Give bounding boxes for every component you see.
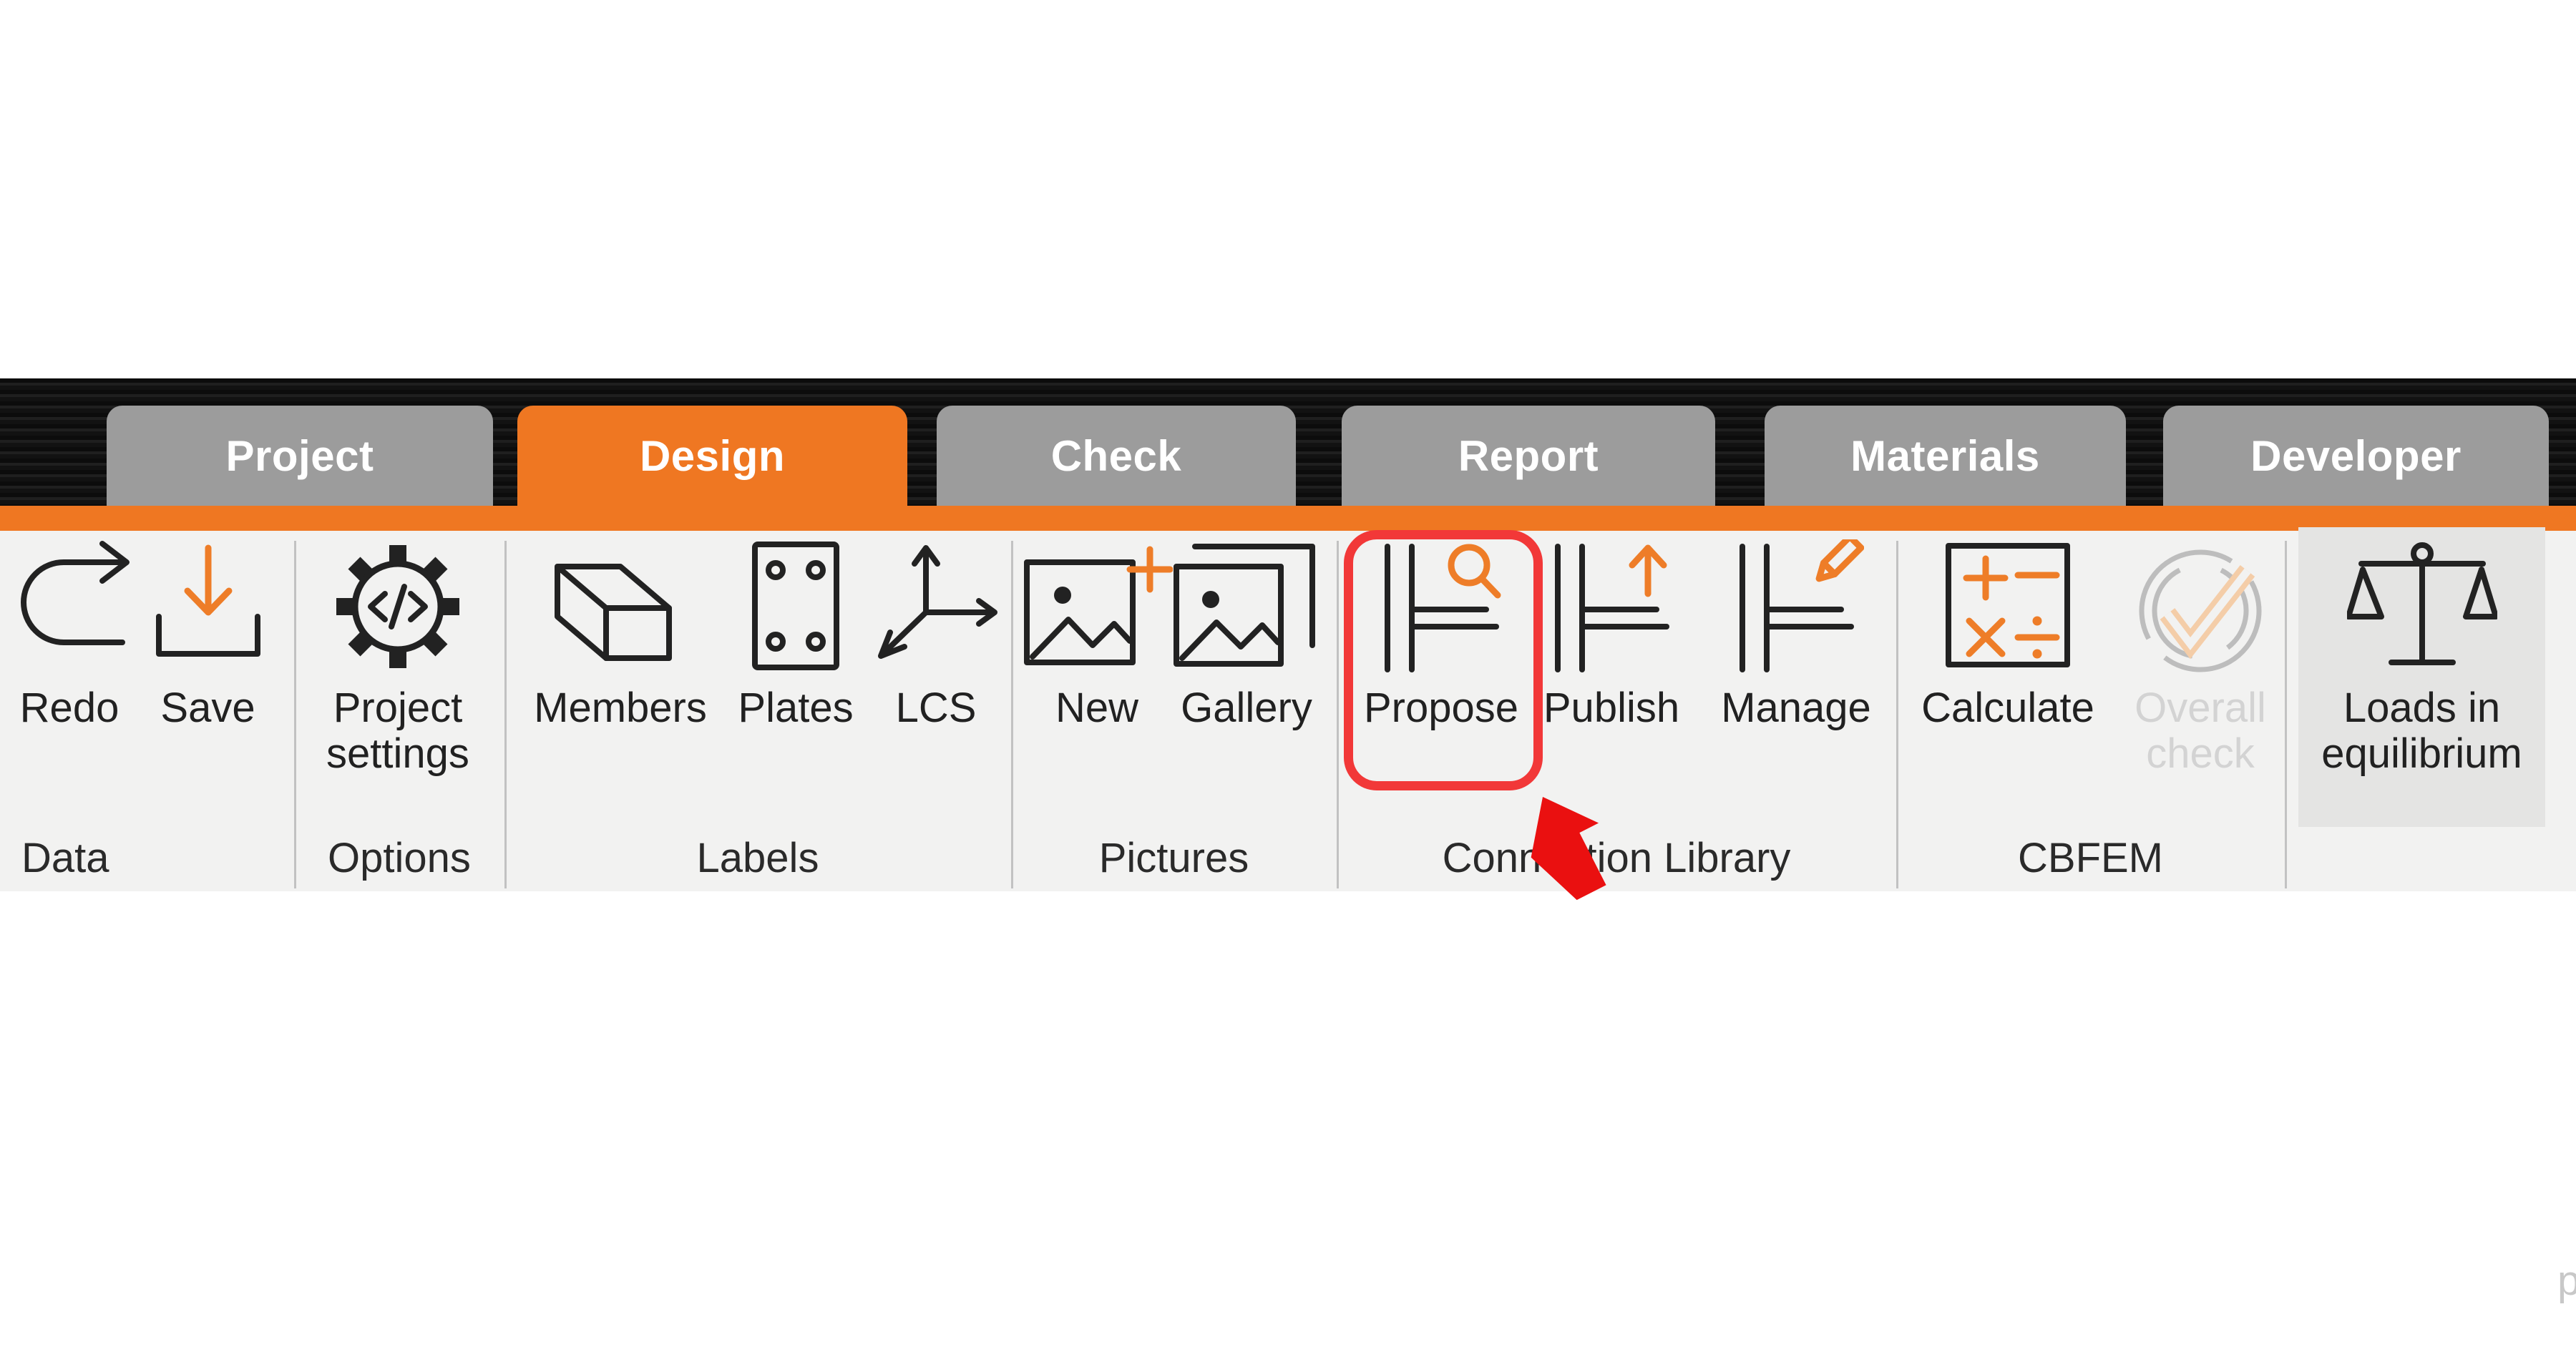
group-separator [2285, 541, 2287, 888]
ribbon-button-overall-check: Overall check [2109, 534, 2291, 777]
tab-label: Developer [2250, 431, 2462, 480]
plate-icon [750, 534, 841, 682]
tab-project[interactable]: Project [107, 406, 493, 506]
group-label-labels: Labels [696, 835, 819, 881]
new-picture-icon [1021, 534, 1173, 682]
button-label: Project settings [326, 685, 469, 777]
tab-check[interactable]: Check [937, 406, 1296, 506]
tab-materials[interactable]: Materials [1765, 406, 2126, 506]
group-separator [294, 541, 296, 888]
tab-label: Check [1050, 431, 1182, 480]
ribbon-button-project-settings[interactable]: Project settings [301, 534, 495, 777]
button-label: New [1055, 685, 1139, 731]
tab-design[interactable]: Design [517, 406, 907, 506]
group-label-options: Options [328, 835, 471, 881]
tab-label: Report [1458, 431, 1599, 480]
group-separator [1896, 541, 1898, 888]
gear-code-icon [332, 534, 464, 682]
active-tab-accent-strip [0, 506, 2576, 531]
button-label: Members [534, 685, 707, 731]
ribbon-button-calculate[interactable]: Calculate [1915, 534, 2101, 731]
ribbon-toggle-loads-in-equilibrium[interactable]: Loads in equilibrium [2298, 527, 2545, 827]
tab-label: Project [225, 431, 374, 480]
tab-developer[interactable]: Developer [2163, 406, 2549, 506]
member-beam-icon [549, 534, 692, 682]
button-label: Overall check [2135, 685, 2266, 777]
balance-scale-icon [2346, 534, 2497, 682]
button-label: Loads in equilibrium [2321, 685, 2522, 777]
tab-report[interactable]: Report [1342, 406, 1715, 506]
ribbon-button-save[interactable]: Save [142, 534, 274, 731]
truncated-label: p [2557, 1258, 2576, 1304]
ribbon-button-members[interactable]: Members [517, 534, 724, 731]
button-label: Propose [1363, 685, 1519, 731]
button-label: Manage [1721, 685, 1871, 731]
button-label: Gallery [1181, 685, 1312, 731]
tab-label: Materials [1850, 431, 2040, 480]
axes-icon [872, 534, 1000, 682]
annotation-red-arrow-cursor [1531, 797, 1606, 901]
group-label-pictures: Pictures [1098, 835, 1249, 881]
ribbon-button-lcs[interactable]: LCS [870, 534, 1002, 731]
button-label: Plates [738, 685, 854, 731]
save-icon [147, 534, 269, 682]
tab-label: Design [639, 431, 786, 480]
overall-check-icon [2129, 534, 2272, 682]
group-label-cbfem: CBFEM [2018, 835, 2163, 881]
group-separator [504, 541, 507, 888]
ribbon-button-publish[interactable]: Publish [1537, 534, 1686, 731]
annotation-highlight-box [1344, 530, 1543, 790]
button-label: Save [160, 685, 255, 731]
button-label: Redo [19, 685, 119, 731]
calculate-icon [1942, 534, 2074, 682]
button-label: Publish [1543, 685, 1680, 731]
gallery-icon [1171, 534, 1322, 682]
connection-search-icon [1373, 534, 1509, 682]
ribbon-button-redo[interactable]: Redo [6, 534, 133, 731]
group-separator [1011, 541, 1013, 888]
group-separator [1337, 541, 1339, 888]
button-label: LCS [895, 685, 977, 731]
redo-icon [2, 534, 137, 682]
ribbon-button-manage[interactable]: Manage [1712, 534, 1880, 731]
button-label: Calculate [1921, 685, 2094, 731]
group-label-connection-library: Connection Library [1442, 835, 1791, 881]
ribbon: Redo Save [0, 527, 2576, 1304]
connection-edit-icon [1728, 534, 1864, 682]
connection-upload-icon [1543, 534, 1679, 682]
group-label-data: Data [21, 835, 109, 881]
ribbon-button-new-picture[interactable]: New [1024, 534, 1173, 731]
ribbon-button-propose[interactable]: Propose [1351, 534, 1531, 731]
ribbon-button-plates[interactable]: Plates [728, 534, 863, 731]
ribbon-button-gallery[interactable]: Gallery [1171, 534, 1322, 731]
